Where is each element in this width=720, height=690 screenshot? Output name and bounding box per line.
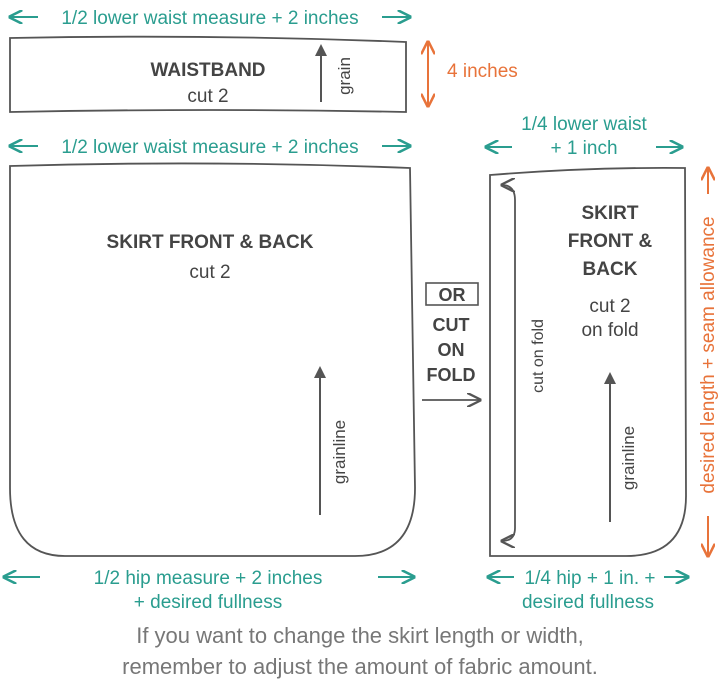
waistband-piece — [9, 35, 407, 113]
fold-waist-label-line2: + 1 inch — [550, 138, 617, 159]
skirt-grain-label: grainline — [330, 420, 349, 484]
fold-length-label-bg — [697, 194, 719, 516]
fold-line-bracket — [502, 185, 516, 541]
waistband-grain-label: grain — [335, 57, 354, 95]
fold-title-line1: SKIRT — [582, 203, 639, 224]
waistband-width-label: 1/2 lower waist measure + 2 inches — [61, 8, 358, 29]
skirt-front-back-title: SKIRT FRONT & BACK — [107, 232, 314, 253]
skirt-front-back-cut: cut 2 — [189, 262, 230, 283]
waistband-height-label: 4 inches — [447, 61, 518, 82]
fold-waist-label-line1: 1/4 lower waist — [521, 114, 647, 135]
fold-length-label: desired length + seam allowance — [698, 216, 719, 493]
fold-hip-label-line2: desired fullness — [522, 592, 654, 613]
fold-hip-label-line1: 1/4 hip + 1 in. + — [525, 568, 656, 589]
waistband-title: WAISTBAND — [150, 60, 265, 81]
footer-note-line2: remember to adjust the amount of fabric … — [122, 654, 598, 679]
skirt-on-fold-piece — [489, 166, 687, 557]
cut-on-fold-line2: ON — [438, 340, 465, 360]
cut-on-fold-line1: CUT — [433, 315, 470, 335]
fold-cut-line2: on fold — [581, 320, 638, 341]
skirt-hip-label-line2: + desired fullness — [134, 592, 282, 613]
footer-note-line1: If you want to change the skirt length o… — [136, 623, 584, 648]
fold-title-line3: BACK — [583, 259, 638, 280]
skirt-width-label: 1/2 lower waist measure + 2 inches — [61, 137, 358, 158]
fold-grain-label: grainline — [619, 426, 638, 490]
skirt-hip-label-line1: 1/2 hip measure + 2 inches — [94, 568, 323, 589]
fold-title-line2: FRONT & — [568, 231, 653, 252]
or-label: OR — [439, 285, 466, 305]
fold-line-label: cut on fold — [530, 319, 547, 393]
cut-on-fold-line3: FOLD — [427, 365, 476, 385]
waistband-cut: cut 2 — [187, 86, 228, 107]
fold-cut-line1: cut 2 — [589, 296, 630, 317]
skirt-front-back-piece — [9, 162, 416, 557]
or-box — [425, 282, 479, 306]
